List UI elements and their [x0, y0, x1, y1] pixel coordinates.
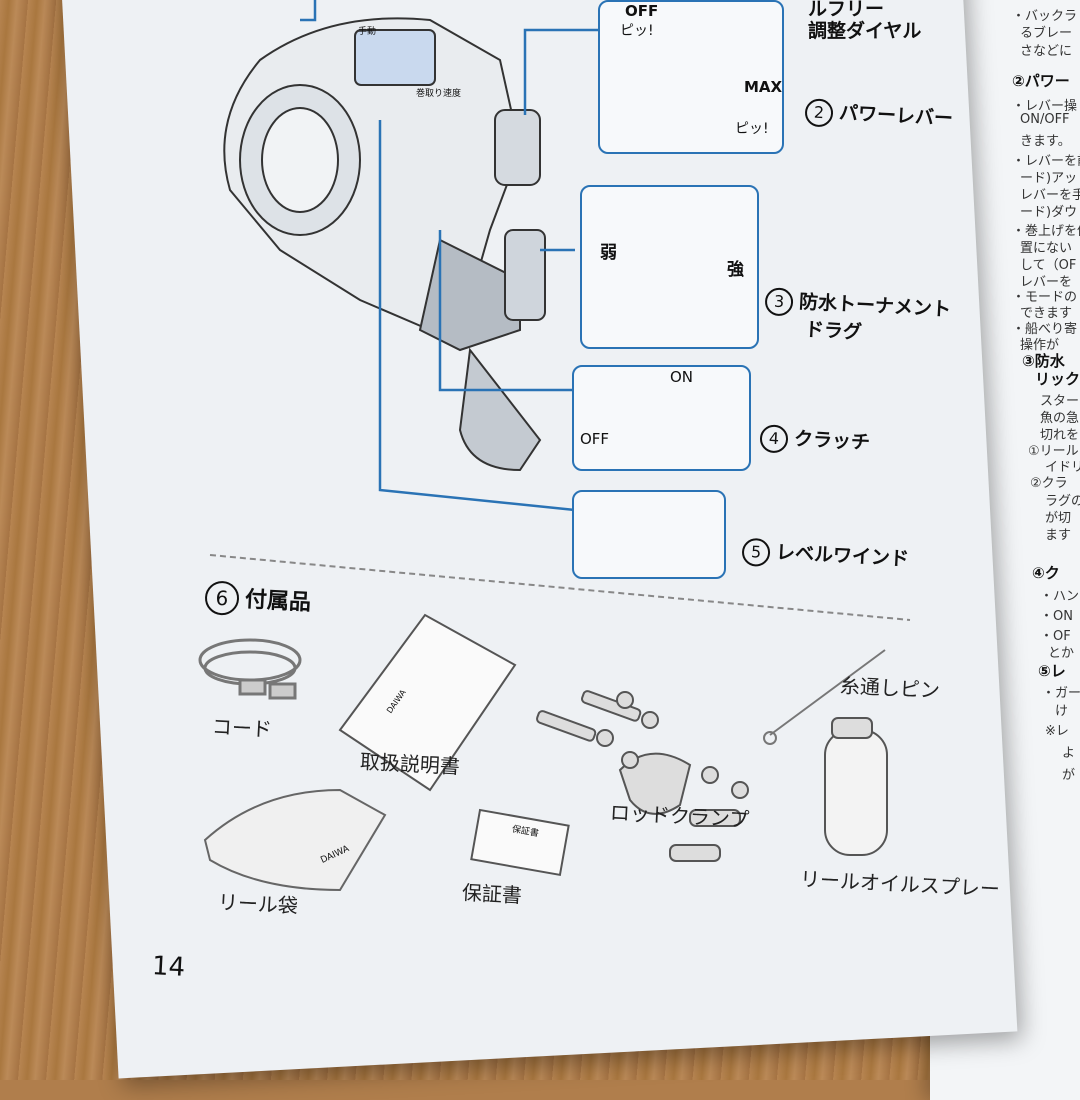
right-page-line: ・ハン — [1040, 589, 1080, 604]
right-page-line: が — [1062, 768, 1076, 783]
drag-number: 3 — [764, 287, 794, 317]
right-page-line: 魚の急 — [1040, 411, 1080, 426]
reel-bag-label: リール袋 — [217, 889, 299, 919]
right-page-line: ①リール — [1028, 444, 1079, 459]
right-page-line: とか — [1048, 646, 1075, 661]
right-page-line: イドリ — [1045, 460, 1080, 475]
right-page-line: ます — [1045, 528, 1072, 543]
accessories-title: 付属品 — [244, 587, 312, 616]
accessories-number: 6 — [204, 580, 240, 616]
power-beep-2: ピッ! — [735, 121, 769, 137]
right-page-line: ON/OFF — [1020, 112, 1070, 127]
power-lever-number: 2 — [804, 98, 834, 128]
right-page-line: ・OF — [1040, 629, 1071, 644]
cord-label: コード — [211, 714, 273, 742]
clutch-label: クラッチ — [793, 427, 871, 454]
right-page-line: 切れを — [1040, 428, 1080, 443]
right-page-line: ②クラ — [1030, 476, 1068, 491]
power-lever-panel — [598, 0, 784, 154]
right-page-line: レバーを — [1020, 275, 1073, 290]
right-page-line: が切 — [1045, 511, 1072, 526]
power-off-label: OFF — [625, 2, 659, 20]
header-callout-line1: ルフリー — [808, 0, 885, 20]
reel-label-left: 手動 — [358, 27, 377, 37]
right-page-line: できます — [1020, 306, 1073, 321]
clutch-number: 4 — [759, 424, 789, 454]
right-page-line: 置にない — [1020, 241, 1073, 256]
warranty-label: 保証書 — [461, 880, 523, 908]
right-page-line: さなどに — [1020, 44, 1073, 59]
right-page-line: レバーを手 — [1020, 188, 1080, 203]
right-page-line: ※レ — [1045, 724, 1069, 739]
electric-reel-illustration — [223, 17, 546, 472]
drag-strong-label: 強 — [727, 260, 744, 280]
power-max-label: MAX — [744, 78, 783, 96]
separator-line — [209, 554, 911, 621]
right-page-line: 操作が — [1020, 338, 1060, 353]
right-page-line: ・モードの — [1012, 290, 1078, 305]
reel-bag-drawing — [203, 788, 387, 892]
reel-label-right: 巻取り速度 — [416, 89, 462, 99]
right-page-line: きます。 — [1020, 134, 1071, 149]
threading-pin-drawing — [763, 649, 886, 745]
header-callout-line2: 調整ダイヤル — [808, 20, 922, 42]
drag-panel — [580, 185, 759, 349]
right-page-line: スター — [1040, 394, 1080, 409]
right-page-line: ・ON — [1040, 609, 1073, 624]
manual-label: 取扱説明書 — [359, 749, 461, 779]
right-page-line: ラグの — [1045, 494, 1080, 509]
right-page-heading: ⑤レ — [1038, 662, 1066, 680]
right-page-line: ・バックラ — [1012, 9, 1078, 24]
threading-pin-label: 糸通しピン — [839, 673, 941, 703]
clutch-off-label: OFF — [580, 430, 610, 448]
right-page-heading: ②パワー — [1012, 72, 1070, 90]
right-page-line: ・ガー — [1042, 686, 1080, 701]
right-page-line: よ — [1062, 746, 1076, 761]
warranty-drawing — [470, 808, 570, 877]
right-page-heading: ③防水 — [1022, 352, 1065, 370]
rod-clamp-drawing — [536, 690, 749, 862]
power-beep-1: ピッ! — [620, 23, 654, 39]
clutch-panel — [572, 365, 751, 471]
manual-drawing — [338, 613, 517, 792]
right-page-line: け — [1055, 704, 1069, 719]
right-page-heading: リック — [1035, 370, 1080, 388]
right-page-line: して（OF — [1020, 258, 1077, 273]
right-page-line: るブレー — [1020, 26, 1073, 41]
oil-spray-drawing — [824, 717, 888, 856]
right-page-line: ・レバー操 — [1012, 99, 1078, 114]
drag-label-2: ドラグ — [804, 318, 863, 344]
drag-weak-label: 弱 — [600, 243, 617, 263]
right-page-line: ・レバーを前 — [1012, 154, 1080, 169]
level-wind-number: 5 — [741, 537, 771, 568]
right-page-heading: ④ク — [1032, 564, 1060, 582]
level-wind-label: レベルワインド — [775, 541, 910, 571]
right-page-line: ・巻上げを停 — [1012, 224, 1080, 239]
page-number: 14 — [151, 951, 186, 983]
level-wind-panel — [572, 490, 726, 579]
right-page-line: ード)アッ — [1020, 171, 1078, 186]
right-page-line: ード)ダウ — [1020, 205, 1078, 220]
right-page-line: ・船べり寄 — [1012, 322, 1078, 337]
cord-drawing — [198, 638, 302, 700]
power-lever-label: パワーレバー — [838, 101, 954, 130]
clutch-on-label: ON — [670, 368, 694, 386]
